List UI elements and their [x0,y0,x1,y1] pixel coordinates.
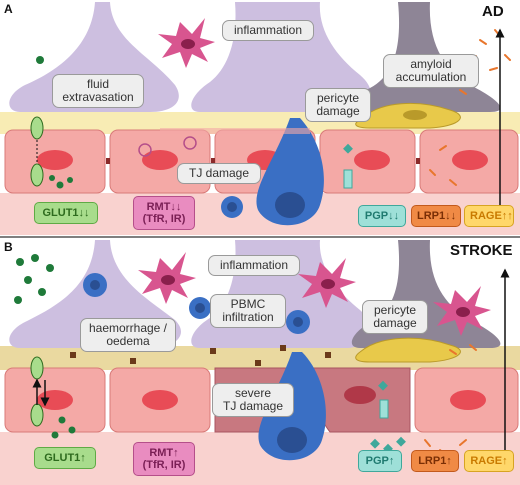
panel-b-condition: STROKE [450,242,513,259]
inflammation-label-a: inflammation [222,20,314,41]
panel-b-letter: B [4,240,13,254]
rmt-vesicles-a [138,136,197,157]
inflammation-text-a: inflammation [233,23,303,37]
pericyte-damage-label-a: pericyte damage [305,88,371,122]
tight-junction-a3 [416,158,420,164]
glut1-badge-b: GLUT1↑ [34,447,96,469]
tight-junction-a2 [211,158,215,164]
rmt-line1-a: RMT↓↓ [146,201,182,213]
tj-text-a: TJ damage [188,166,250,180]
glut1-transporter-b [30,356,50,427]
pericyte-b [355,337,461,363]
lrp1-badge-a: LRP1↓↓ [411,205,461,227]
amyloid-accumulation-label: amyloid accumulation [383,54,479,88]
inflammation-text-b: inflammation [219,258,289,272]
transcytosis-damage-zone-a [160,128,310,134]
tj-line1-b: severe [234,386,272,400]
haem-line2: oedema [106,334,150,348]
glut1-badge-a: GLUT1↓↓ [34,202,98,224]
rage-badge-b: RAGE↑ [464,450,514,472]
microglia-b1 [138,252,196,304]
rmt-line2-a: (TfR, IR) [142,213,186,225]
pericyte-line2-a: damage [316,104,360,118]
pgp-badge-b: PGP↑ [358,450,402,472]
tj-damage-label-a: TJ damage [177,163,261,184]
microglia-b3 [433,286,491,336]
pgp-pump-a [343,169,353,189]
pericyte-damage-label-b: pericyte damage [362,300,428,334]
monocyte-a [221,118,324,226]
pgp-substrate-a [343,143,353,154]
pericyte-line1-a: pericyte [316,91,360,105]
rmt-line1-b: RMT↑ [149,447,179,459]
pbmc-infiltration-label: PBMC infiltration [210,294,286,328]
amyloid-line1: amyloid [410,57,452,71]
rmt-line2-b: (TfR, IR) [142,459,186,471]
panel-a-condition: AD [482,3,504,20]
severe-tj-damage-label: severe TJ damage [212,383,294,417]
pbmc-line2: infiltration [222,310,274,324]
microglia-a [158,18,215,68]
panel-a-letter: A [4,2,13,16]
pbmc-cells-b [83,273,310,334]
rage-badge-a: RAGE↑↑ [464,205,514,227]
lrp1-badge-b: LRP1↑ [411,450,459,472]
pericyte-line2-b: damage [373,316,417,330]
fluid-line1: fluid [86,77,109,91]
amyloid-line2: accumulation [395,70,467,84]
glucose-molecules-a [36,56,73,189]
tight-junction-a1 [106,158,110,164]
microglia-b2 [298,258,356,308]
glut1-transporter-a [30,116,44,187]
pericyte-line1-b: pericyte [373,303,417,317]
rmt-badge-b: RMT↑ (TfR, IR) [133,442,195,476]
pgp-pump-b [379,399,389,419]
pbmc-line1: PBMC [230,297,266,311]
pgp-badge-a: PGP↓↓ [358,205,406,227]
fluid-extravasation-label: fluid extravasation [52,74,144,108]
haemorrhage-oedema-label: haemorrhage / oedema [80,318,176,352]
glucose-molecules-b [14,254,76,439]
inflammation-label-b: inflammation [208,255,300,276]
fluid-line2: extravasation [62,90,134,104]
rmt-badge-a: RMT↓↓ (TfR, IR) [133,196,195,230]
haem-line1: haemorrhage / [88,321,168,335]
tj-line2-b: TJ damage [222,399,284,413]
